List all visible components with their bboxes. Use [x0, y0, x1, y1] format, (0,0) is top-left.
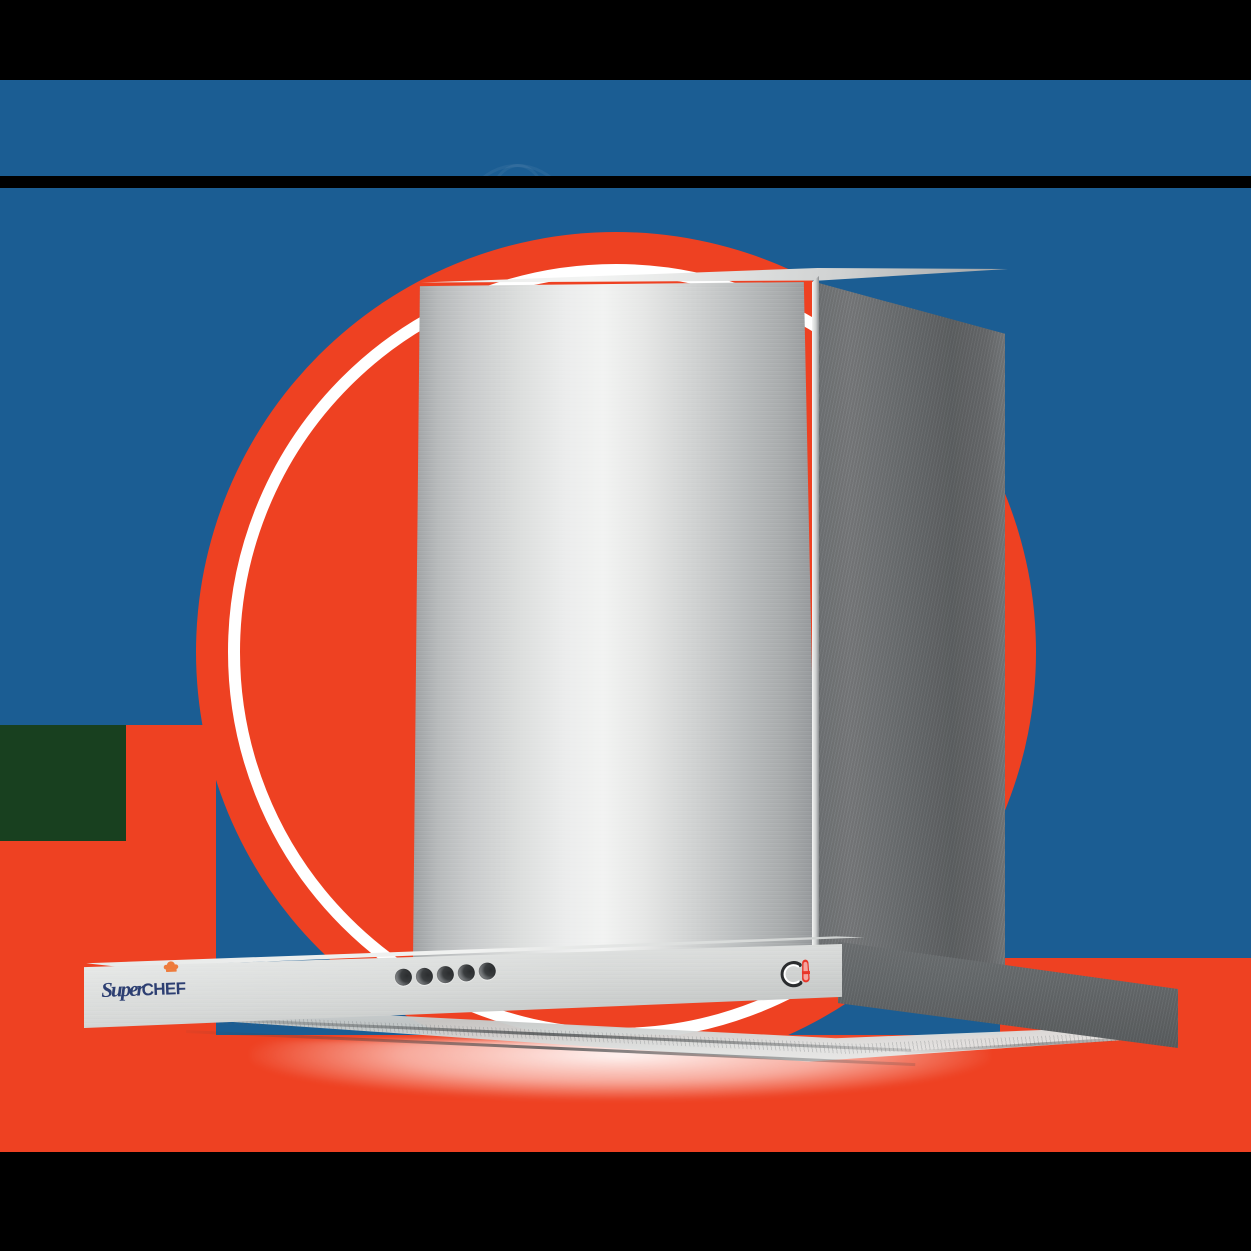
green-rectangle-shape [0, 725, 126, 841]
orange-notch-right [1000, 958, 1251, 1036]
orange-block-upper-left [126, 725, 216, 841]
mid-black-bar [0, 176, 1251, 188]
top-black-bar [0, 0, 1251, 80]
top-blue-band [0, 80, 1251, 324]
orange-band-bottom [0, 1035, 1251, 1152]
